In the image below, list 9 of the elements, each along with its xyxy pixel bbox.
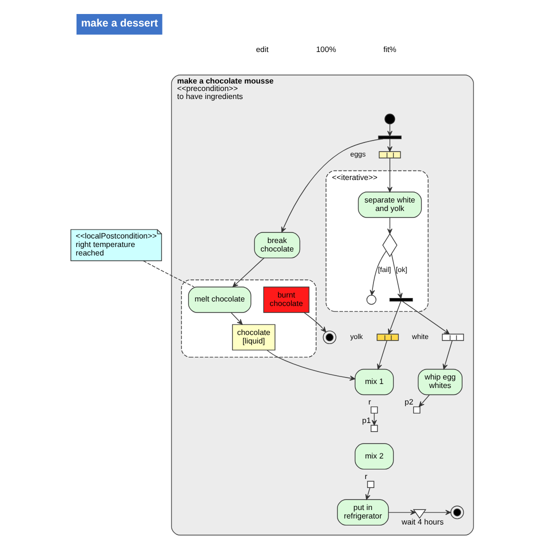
node-label: p2 [404,398,414,407]
node-label: wait 4 hours [402,517,444,526]
label: edit [256,45,269,54]
node-label: r [368,398,371,407]
label: 100% [316,45,336,54]
diagram-title: make a dessert [81,17,158,30]
label: fit% [383,45,396,54]
node-label: r [364,472,368,481]
node-label: p1 [362,416,371,425]
